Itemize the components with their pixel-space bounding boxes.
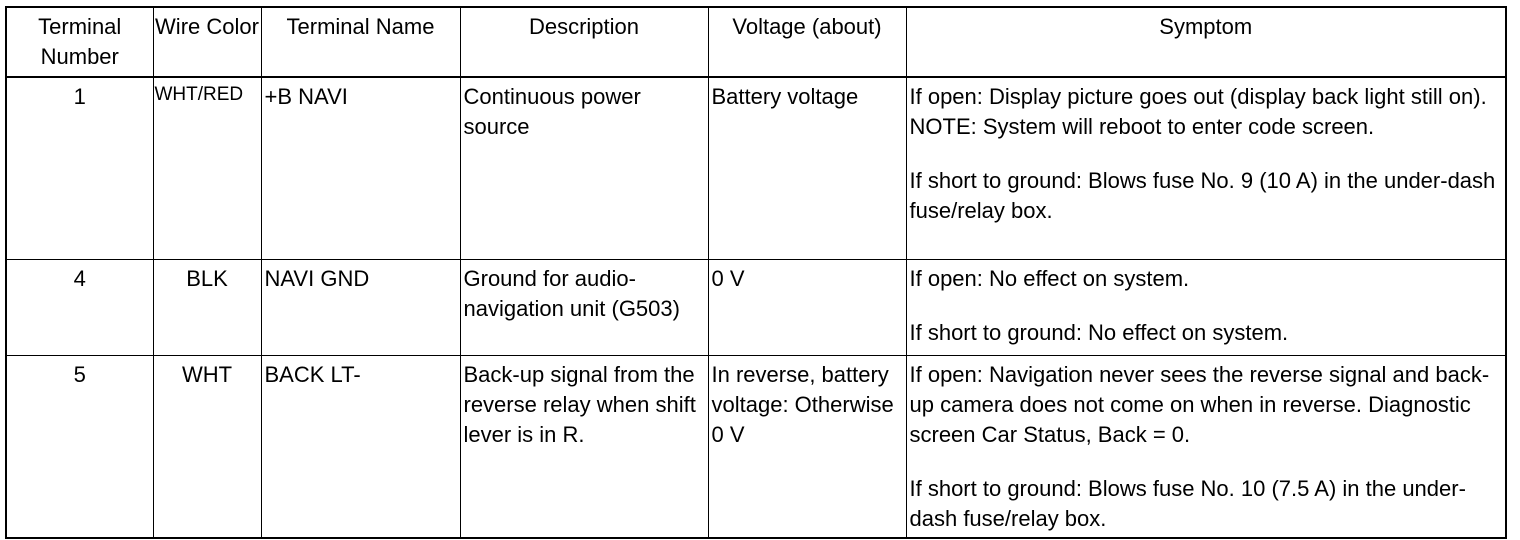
cell-terminal-number: 5 (5, 354, 154, 538)
header-row: Terminal Number Wire Color Terminal Name… (5, 6, 1507, 78)
cell-symptom: If open: No effect on system. If short t… (905, 258, 1507, 356)
table-body: 1 WHT/RED +B NAVI Continuous power sourc… (5, 76, 1507, 538)
cell-description: Continuous power source (459, 76, 709, 260)
symptom-short: If short to ground: Blows fuse No. 10 (7… (909, 475, 1466, 531)
header-terminal-number: Terminal Number (5, 6, 154, 78)
header-voltage: Voltage (about) (707, 6, 907, 78)
cell-terminal-number: 4 (5, 258, 154, 356)
table-row: 1 WHT/RED +B NAVI Continuous power sourc… (5, 76, 1507, 260)
cell-terminal-name: +B NAVI (260, 76, 461, 260)
cell-symptom: If open: Navigation never sees the rever… (905, 354, 1507, 538)
cell-wire-color: BLK (152, 258, 262, 356)
symptom-short: If short to ground: No effect on system. (909, 319, 1289, 345)
cell-terminal-number: 1 (5, 76, 154, 260)
cell-voltage: 0 V (707, 258, 907, 356)
symptom-open: If open: Display picture goes out (displ… (909, 84, 1487, 139)
cell-description: Ground for audio-navigation unit (G503) (459, 258, 709, 356)
header-wire-color: Wire Color (152, 6, 262, 78)
cell-symptom: If open: Display picture goes out (displ… (905, 76, 1507, 260)
symptom-open: If open: No effect on system. (909, 265, 1190, 291)
cell-description: Back-up signal from the reverse relay wh… (459, 354, 709, 538)
table-row: 4 BLK NAVI GND Ground for audio-navigati… (5, 258, 1507, 356)
header-description: Description (459, 6, 709, 78)
cell-wire-color: WHT (152, 354, 262, 538)
symptom-open: If open: Navigation never sees the rever… (909, 361, 1490, 447)
symptom-short: If short to ground: Blows fuse No. 9 (10… (909, 168, 1496, 223)
table-header: Terminal Number Wire Color Terminal Name… (5, 6, 1507, 78)
cell-wire-color: WHT/RED (152, 76, 262, 260)
terminal-table: Terminal Number Wire Color Terminal Name… (5, 6, 1507, 539)
header-terminal-name: Terminal Name (260, 6, 461, 78)
header-symptom: Symptom (905, 6, 1507, 78)
cell-voltage: Battery voltage (707, 76, 907, 260)
cell-terminal-name: BACK LT- (260, 354, 461, 538)
cell-terminal-name: NAVI GND (260, 258, 461, 356)
cell-voltage: In reverse, battery voltage: Otherwise 0… (707, 354, 907, 538)
table-row: 5 WHT BACK LT- Back-up signal from the r… (5, 354, 1507, 538)
